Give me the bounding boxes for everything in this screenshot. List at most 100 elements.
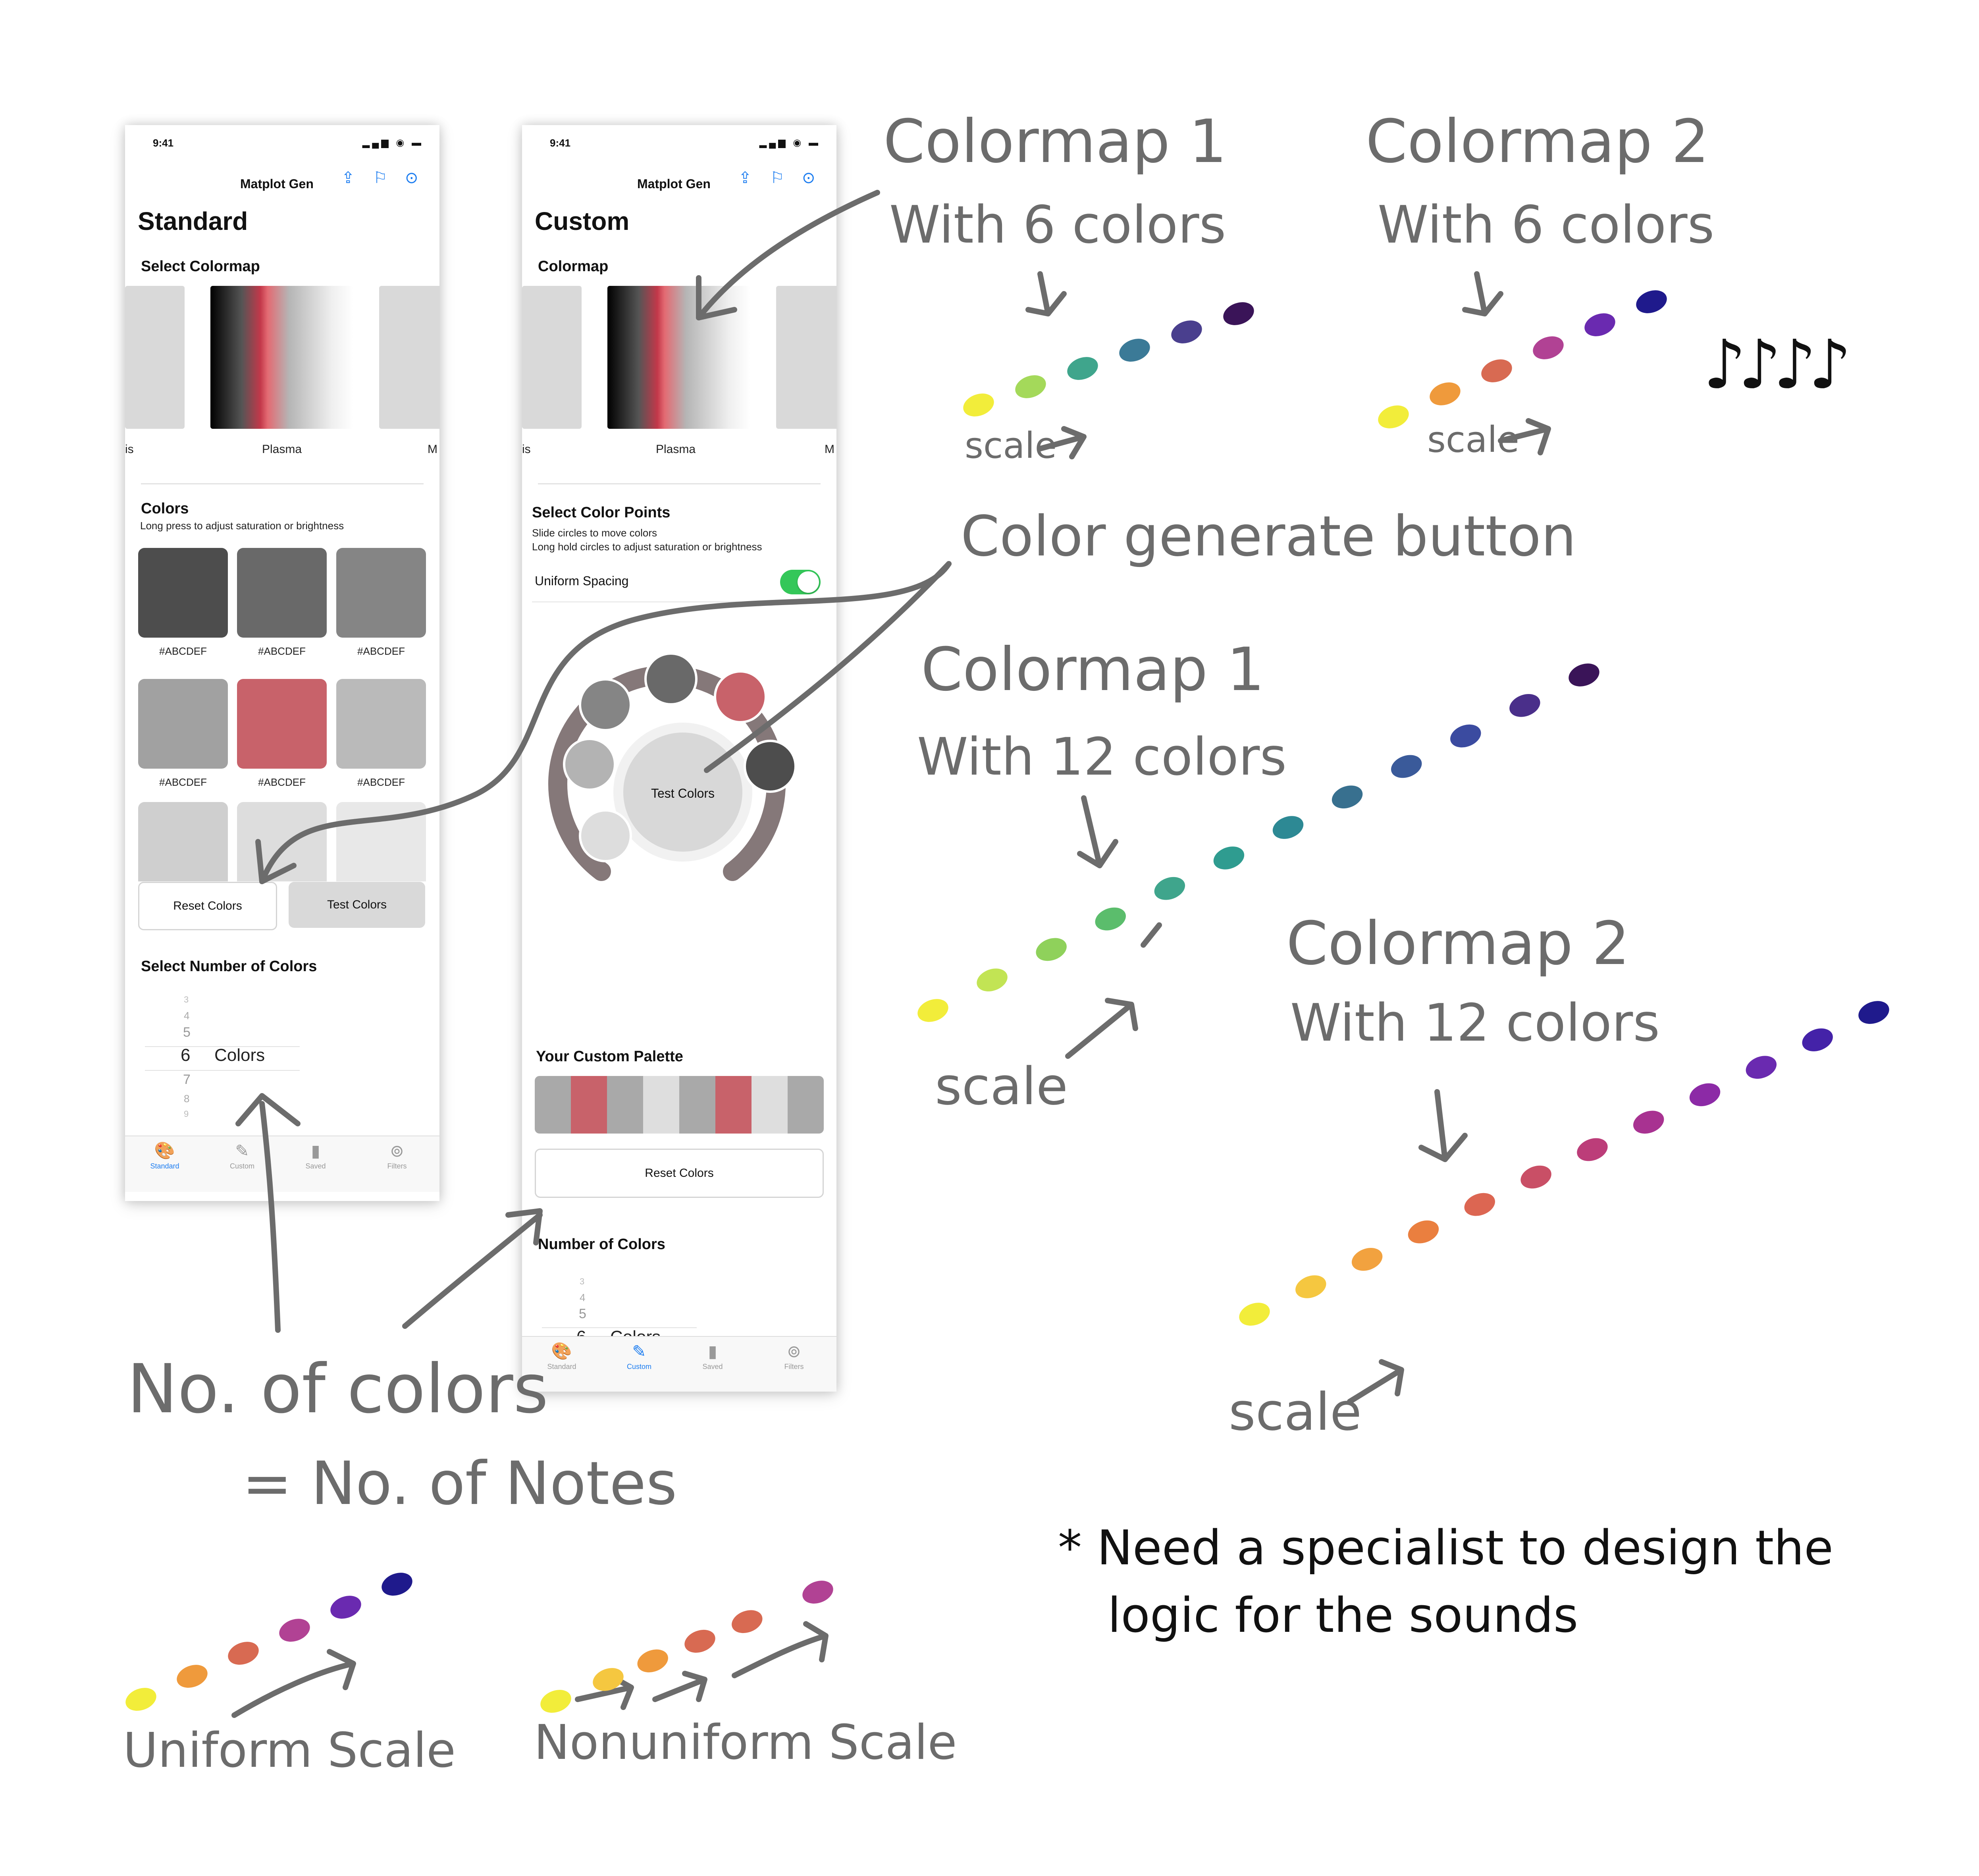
colormap-card-prev[interactable] [125,286,185,429]
picker-option[interactable]: 5 [579,1306,586,1321]
color-dot [1533,336,1564,359]
tab-custom[interactable]: ✎Custom [611,1342,667,1371]
colormap-label-prev: is [125,443,134,456]
picker-option[interactable]: 9 [184,1109,189,1119]
palette-segment[interactable] [788,1076,824,1134]
color-swatch[interactable] [138,679,228,769]
nav-title: Matplot Gen [637,177,711,191]
color-point-handle[interactable] [714,670,767,723]
share-icon[interactable]: ⇪ [738,169,752,187]
share-icon[interactable]: ⇪ [341,169,355,187]
nav-title: Matplot Gen [240,177,314,191]
colormap-label-plasma: Plasma [656,443,696,456]
color-dot [1430,382,1461,405]
picker-option[interactable]: 3 [184,995,189,1005]
picker-option[interactable]: 4 [580,1292,586,1303]
annotation-cm2-6-title: Colormap 2 [1366,107,1709,176]
select-color-points-title: Select Color Points [532,504,671,521]
color-point-handle[interactable] [579,678,632,731]
nav-icons: ⇪ ⚐ ⊙ [341,169,437,187]
palette-segment[interactable] [752,1076,788,1134]
arrowhead [696,275,737,320]
color-swatch[interactable] [336,679,426,769]
divider [538,483,821,484]
bookmark-icon[interactable]: ⚐ [770,169,784,187]
brush-icon: ✎ [235,1141,249,1160]
palette-segment[interactable] [571,1076,607,1134]
more-icon[interactable]: ⊙ [802,169,815,187]
color-swatch[interactable] [237,679,327,769]
reset-colors-button[interactable]: Reset Colors [138,882,277,930]
color-dot [1036,938,1067,961]
annotation-uniform-scale: Uniform Scale [123,1723,456,1778]
color-point-handle[interactable] [644,652,698,706]
palette-segment[interactable] [535,1076,571,1134]
tab-saved[interactable]: ▮Saved [685,1342,740,1371]
tab-filters[interactable]: ⊚Filters [369,1141,425,1170]
picker-option[interactable]: 3 [580,1276,585,1286]
arrow-up-standard-picker [235,1093,301,1333]
colormap-card-prev[interactable] [522,286,582,429]
color-point-handle[interactable] [563,738,616,791]
color-dot [177,1665,208,1688]
color-dot [802,1581,833,1604]
music-notes-icon: ♪♪♪♪ [1703,326,1852,404]
color-swatch[interactable] [237,802,327,881]
color-swatch[interactable] [237,548,327,638]
color-dot [1272,816,1304,839]
tab-custom[interactable]: ✎Custom [214,1141,270,1170]
palette-segment[interactable] [679,1076,715,1134]
color-point-handle[interactable] [579,809,632,862]
more-icon[interactable]: ⊙ [405,169,418,187]
picker-option[interactable]: 7 [183,1072,191,1087]
test-colors-button[interactable] [623,733,742,852]
colormap-label-prev: is [522,443,531,456]
color-points-hint-2: Long hold circles to adjust saturation o… [532,541,762,553]
color-dot [1746,1056,1777,1079]
annotation-cm1-12-sub: With 12 colors [917,727,1287,787]
palette-icon: 🎨 [551,1342,572,1360]
color-dot [1095,907,1126,931]
bookmark-icon[interactable]: ⚐ [373,169,387,187]
test-colors-button[interactable]: Test Colors [289,882,425,928]
color-swatch[interactable] [138,802,228,881]
tab-standard[interactable]: 🎨Standard [534,1342,590,1371]
color-swatch[interactable] [336,548,426,638]
annotation-no-of-colors: No. of colors [127,1350,549,1429]
arrow-down [1418,1089,1468,1162]
uniform-spacing-toggle[interactable] [780,570,821,594]
arrow-down [1077,795,1118,868]
colormap-card-next[interactable] [776,286,836,429]
arrow-uniform [231,1649,356,1718]
arrow-right [1065,998,1138,1059]
picker-option[interactable]: 4 [184,1010,190,1022]
colors-hint: Long press to adjust saturation or brigh… [140,520,344,532]
status-icons: ▂▄▆ ◉ ▬ [759,137,821,148]
palette-segment[interactable] [643,1076,679,1134]
custom-palette-title: Your Custom Palette [536,1048,683,1065]
tab-filters[interactable]: ⊚Filters [766,1342,822,1371]
color-swatch[interactable] [138,548,228,638]
picker-option[interactable]: 5 [183,1025,191,1040]
colormap-card-next[interactable] [379,286,439,429]
color-dot [684,1629,715,1653]
color-dot [125,1688,156,1711]
colormap-card-plasma[interactable] [210,286,353,429]
palette-segment[interactable] [715,1076,752,1134]
standard-screen: 9:41 ▂▄▆ ◉ ▬ Matplot Gen ⇪⚐⊙ Standard Se… [125,125,439,1201]
tab-saved[interactable]: ▮Saved [288,1141,343,1170]
swatch-hex-label: #ABCDEF [357,645,405,657]
color-dot [1015,375,1046,398]
color-point-handle[interactable] [744,740,797,793]
color-dot [1802,1028,1833,1051]
bookmark-icon: ▮ [311,1141,320,1160]
picker-option[interactable]: 8 [184,1093,190,1105]
page-title: Standard [138,207,248,235]
tab-standard[interactable]: 🎨Standard [137,1141,193,1170]
reset-colors-button[interactable]: Reset Colors [535,1149,824,1198]
custom-palette-strip[interactable] [535,1076,824,1134]
picker-line [145,1046,300,1047]
picker-selected-number[interactable]: 6 [181,1045,191,1065]
color-dots [125,290,1889,1713]
palette-segment[interactable] [607,1076,643,1134]
